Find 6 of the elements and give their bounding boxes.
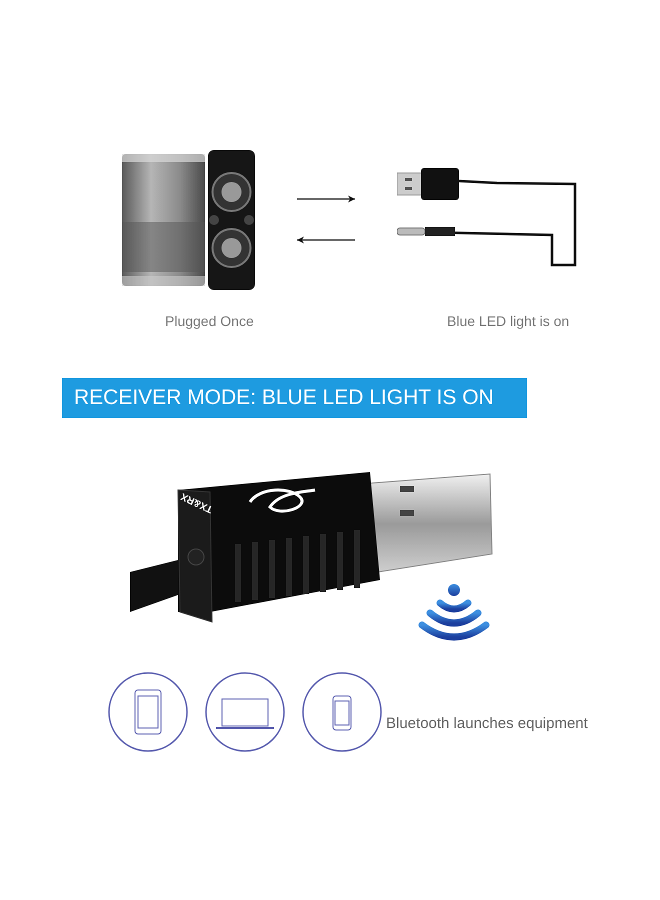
node-label: Plugged Once bbox=[165, 312, 254, 331]
node-label: Blue LED light is on bbox=[447, 312, 570, 331]
caption: Bluetooth launches equipment bbox=[386, 714, 588, 734]
arrow bbox=[297, 196, 355, 202]
title-banner: RECEIVER MODE: BLUE LED LIGHT IS ON bbox=[62, 378, 527, 418]
arrow bbox=[297, 236, 355, 244]
